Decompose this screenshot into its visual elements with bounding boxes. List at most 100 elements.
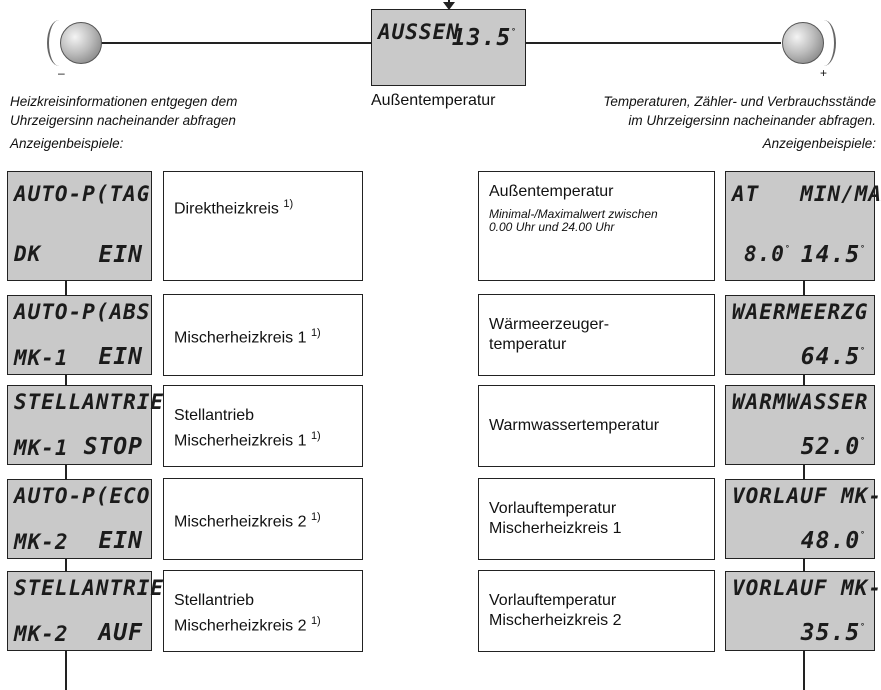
degree-mark: ° [860, 622, 866, 631]
desc-small2: 0.00 Uhr und 24.00 Uhr [489, 220, 615, 234]
left-desc-box-3: Stellantrieb Mischerheizkreis 1 1) [163, 385, 363, 467]
desc-text: Stellantrieb Mischerheizkreis 2 1) [174, 591, 321, 636]
right-desc-box-5: Vorlauftemperatur Mischerheizkreis 2 [478, 570, 715, 652]
desc-line2: Mischerheizkreis 1 [489, 520, 622, 537]
desc-line2: Mischerheizkreis 1 [174, 432, 307, 450]
left-examples-label: Anzeigenbeispiele: [10, 136, 124, 151]
lcd-line2-right: AUF [98, 620, 143, 646]
desc-line1: Stellantrieb [174, 407, 255, 424]
desc-line2-wrap: Mischerheizkreis 1 1) [174, 426, 321, 451]
desc-line2: Mischerheizkreis 2 [489, 612, 622, 629]
right-instruction-line2: im Uhrzeigersinn nacheinander abfragen. [628, 113, 876, 128]
desc-line1: Mischerheizkreis 2 [174, 513, 307, 531]
desc-line2: Mischerheizkreis 2 [174, 617, 307, 635]
left-desc-box-4: Mischerheizkreis 2 1) [163, 478, 363, 560]
lcd-line1: WARMWASSER [732, 390, 869, 414]
lcd-line2-left: MK-1 [14, 346, 69, 370]
desc-text: Außentemperatur Minimal-/Maximalwert zwi… [489, 182, 658, 234]
right-instruction: Temperaturen, Zähler- und Verbrauchsstän… [536, 92, 876, 153]
lcd-line2-left-wrap: 8.0° [744, 242, 791, 266]
lcd-line2-left: MK-1 [14, 436, 69, 460]
right-lcd-5: VORLAUF MK-2 35.5° [725, 571, 881, 651]
lcd-line1: STELLANTRIEB [14, 390, 178, 414]
desc-line1: Außentemperatur [489, 183, 614, 200]
left-instruction: Heizkreisinformationen entgegen dem Uhrz… [10, 92, 340, 153]
right-lcd-2: WAERMEERZG 64.5° [725, 295, 875, 375]
desc-text: Wärmeerzeuger- temperatur [489, 315, 609, 355]
footnote-ref: 1) [310, 327, 321, 339]
lcd-line2-right-wrap: 52.0° [801, 434, 866, 460]
desc-text: Mischerheizkreis 2 1) [174, 507, 321, 532]
desc-text: Direktheizkreis 1) [174, 194, 293, 219]
lcd-line2-right: 48.0 [800, 528, 861, 554]
right-examples-label: Anzeigenbeispiele: [762, 136, 876, 151]
desc-line1: Mischerheizkreis 1 [174, 329, 307, 347]
lcd-line2-right: 52.0 [800, 434, 861, 460]
lcd-line2-left: MK-2 [14, 622, 69, 646]
desc-text: Stellantrieb Mischerheizkreis 1 1) [174, 406, 321, 451]
degree-mark: ° [784, 244, 791, 253]
left-desc-box-5: Stellantrieb Mischerheizkreis 2 1) [163, 570, 363, 652]
degree-mark: ° [860, 346, 866, 355]
desc-line1: Vorlauftemperatur [489, 500, 617, 517]
right-lcd-4: VORLAUF MK-1 48.0° [725, 479, 881, 559]
lcd-line2-left: MK-2 [14, 530, 69, 554]
lcd-line2-right: EIN [98, 242, 143, 268]
degree-mark: ° [511, 27, 517, 36]
outside-temp-display: AUSSEN 13.5° [371, 9, 526, 86]
lcd-line2-right-wrap: 64.5° [801, 344, 866, 370]
right-desc-box-3: Warmwassertemperatur [478, 385, 715, 467]
lcd-line2-right-wrap: 14.5° [801, 242, 866, 268]
desc-text: Vorlauftemperatur Mischerheizkreis 2 [489, 591, 621, 631]
rotation-arc-right-icon [812, 20, 836, 66]
footnote-ref: 1) [310, 430, 321, 442]
lcd-line1: AUTO-P(ECO [14, 484, 151, 508]
down-arrow-icon [443, 2, 455, 10]
knob-minus-sign: – [58, 66, 65, 80]
top-display-label: Außentemperatur [371, 92, 496, 109]
desc-line1: Warmwassertemperatur [489, 417, 660, 434]
degree-mark: ° [860, 530, 866, 539]
left-lcd-3: STELLANTRIEB MK-1 STOP [7, 385, 177, 465]
desc-text: Mischerheizkreis 1 1) [174, 323, 321, 348]
desc-line2-wrap: Mischerheizkreis 2 1) [174, 611, 321, 636]
lcd-line1: STELLANTRIEB [14, 576, 178, 600]
degree-mark: ° [860, 244, 866, 253]
knob-plus-sign: + [820, 66, 828, 80]
right-desc-box-4: Vorlauftemperatur Mischerheizkreis 1 [478, 478, 715, 560]
display-value-wrap: 13.5° [392, 0, 517, 77]
lcd-line2-right: STOP [83, 434, 143, 460]
left-lcd-5: STELLANTRIEB MK-2 AUF [7, 571, 177, 651]
lcd-line2-right: EIN [98, 528, 143, 554]
desc-line2: temperatur [489, 336, 567, 353]
desc-text: Vorlauftemperatur Mischerheizkreis 1 [489, 499, 621, 539]
desc-line1: Wärmeerzeuger- [489, 316, 610, 333]
lcd-line2-right: 64.5 [800, 344, 861, 370]
left-connector-line [100, 42, 371, 44]
right-instruction-line1: Temperaturen, Zähler- und Verbrauchsstän… [603, 94, 876, 109]
degree-mark: ° [860, 436, 866, 445]
footnote-ref: 1) [283, 198, 294, 210]
left-desc-box-1: Direktheizkreis 1) [163, 171, 363, 281]
lcd-line1: AUTO-P(TAG [14, 182, 151, 206]
right-lcd-1: AT MIN/MAX 8.0° 14.5° [725, 171, 881, 281]
desc-text: Warmwassertemperatur [489, 416, 659, 436]
left-instruction-line2: Uhrzeigersinn nacheinander abfragen [10, 113, 236, 128]
lcd-line1: WAERMEERZG [732, 300, 869, 324]
right-desc-box-2: Wärmeerzeuger- temperatur [478, 294, 715, 376]
display-value: 13.5 [451, 25, 512, 51]
lcd-line2-right: 35.5 [800, 620, 861, 646]
left-instruction-line1: Heizkreisinformationen entgegen dem [10, 94, 238, 109]
display-line1: AUSSEN [378, 20, 460, 44]
lcd-line1: VORLAUF MK-2 [732, 576, 881, 600]
lcd-line1: AT MIN/MAX [732, 182, 881, 206]
desc-small1: Minimal-/Maximalwert zwischen [489, 207, 658, 221]
lcd-line2-left: 8.0 [744, 242, 785, 266]
lcd-line1: AUTO-P(ABS [14, 300, 151, 324]
desc-line1: Stellantrieb [174, 592, 255, 609]
lcd-line2-left: DK [14, 242, 42, 266]
right-lcd-3: WARMWASSER 52.0° [725, 385, 875, 465]
desc-line1: Vorlauftemperatur [489, 592, 617, 609]
left-lcd-1: AUTO-P(TAG DK EIN [7, 171, 152, 281]
lcd-line2-right-wrap: 35.5° [801, 620, 866, 646]
